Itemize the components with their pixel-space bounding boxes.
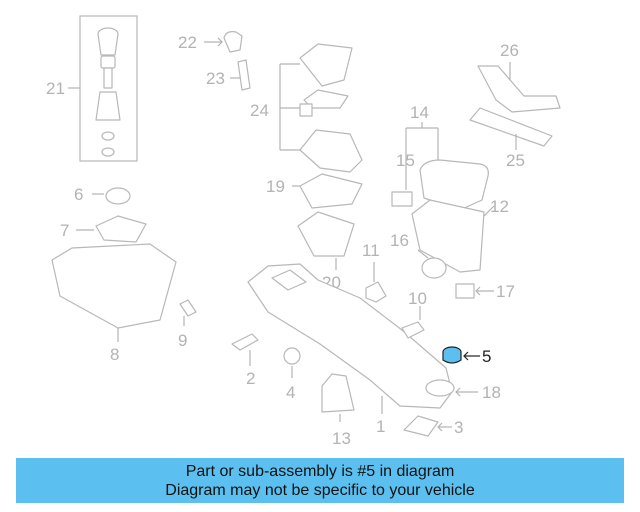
callout-4: 4 xyxy=(286,383,295,402)
part-15: 15 xyxy=(391,151,415,207)
part-23: 23 xyxy=(206,59,251,91)
callout-24: 24 xyxy=(250,101,269,120)
part-8-lower-console: 8 xyxy=(51,243,177,364)
part-3: 3 xyxy=(403,415,463,437)
callout-10: 10 xyxy=(408,289,427,308)
callout-26: 26 xyxy=(500,41,519,60)
callout-11: 11 xyxy=(362,241,380,260)
callout-13: 13 xyxy=(332,429,351,448)
part-13-bracket: 13 xyxy=(321,373,355,448)
callout-6: 6 xyxy=(74,185,83,204)
part-1-center-console: 1 xyxy=(247,263,455,436)
callout-19: 19 xyxy=(266,177,285,196)
part-17: 17 xyxy=(455,282,515,301)
part-26: 26 xyxy=(477,41,561,113)
part-4: 4 xyxy=(283,347,301,402)
callout-7: 7 xyxy=(60,221,69,240)
banner-line-1: Part or sub-assembly is #5 in diagram xyxy=(185,462,455,480)
callout-14: 14 xyxy=(410,103,429,122)
part-12-console-box: 12 xyxy=(411,197,509,273)
info-banner: Part or sub-assembly is #5 in diagram Di… xyxy=(16,458,624,503)
part-21-shift-lever-group: 21 xyxy=(46,15,138,162)
callout-15: 15 xyxy=(396,151,415,170)
callout-2: 2 xyxy=(246,369,255,388)
callout-12: 12 xyxy=(490,197,509,216)
callout-17: 17 xyxy=(496,282,515,301)
part-2: 2 xyxy=(231,333,259,388)
part-24-shifter-trim-group: 24 xyxy=(250,43,363,173)
callout-21: 21 xyxy=(46,79,65,98)
callout-25: 25 xyxy=(506,151,525,170)
parts-diagram: 21 22 23 24 26 25 xyxy=(46,15,561,448)
part-11: 11 xyxy=(362,241,387,303)
callout-16: 16 xyxy=(390,231,409,250)
callout-9: 9 xyxy=(178,331,187,350)
part-9: 9 xyxy=(178,299,197,350)
callout-3: 3 xyxy=(454,418,463,437)
part-5-highlighted[interactable]: 5 xyxy=(442,346,491,366)
banner-line-2: Diagram may not be specific to your vehi… xyxy=(165,481,475,499)
callout-8: 8 xyxy=(110,345,119,364)
part-18: 18 xyxy=(455,383,501,402)
part-14-armrest-lid: 14 xyxy=(405,103,489,211)
callout-18: 18 xyxy=(482,383,501,402)
callout-1: 1 xyxy=(376,417,385,436)
part-19-boot-plate: 19 xyxy=(266,173,363,209)
callout-23: 23 xyxy=(206,69,225,88)
part-16: 16 xyxy=(390,231,447,279)
part-25: 25 xyxy=(469,107,553,170)
callout-5: 5 xyxy=(482,347,491,366)
part-6: 6 xyxy=(74,185,131,205)
part-20-trim-panel: 20 xyxy=(297,211,355,292)
part-22: 22 xyxy=(178,31,243,53)
part-10: 10 xyxy=(408,289,427,320)
part-7: 7 xyxy=(60,215,147,243)
callout-22: 22 xyxy=(178,33,197,52)
